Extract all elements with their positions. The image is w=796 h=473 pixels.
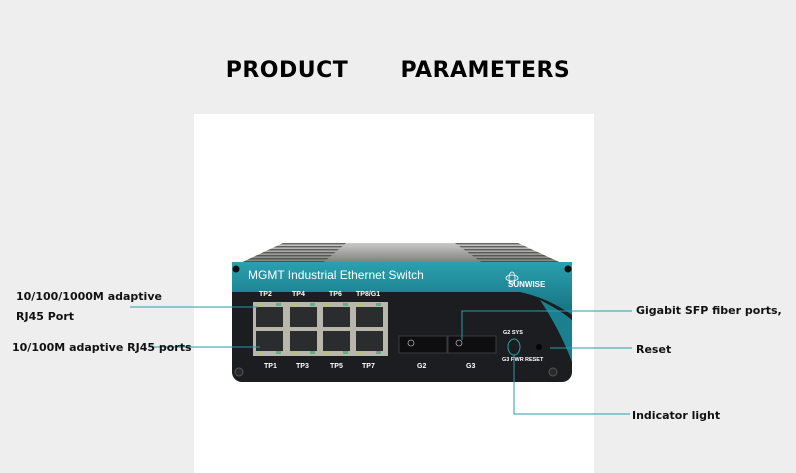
callout-sfp: Gigabit SFP fiber ports, [636, 304, 782, 317]
product-photo-frame [194, 114, 594, 473]
callout-gigabit-rj45-line2: RJ45 Port [16, 310, 75, 323]
callout-gigabit-rj45-line1: 10/100/1000M adaptive [16, 290, 162, 303]
callout-indicator: Indicator light [632, 409, 721, 422]
page-title: PRODUCT PARAMETERS [0, 58, 796, 83]
callout-reset: Reset [636, 343, 672, 356]
title-word-parameters: PARAMETERS [400, 58, 571, 83]
title-word-product: PRODUCT [225, 58, 349, 83]
callout-fast-rj45: 10/100M adaptive RJ45 ports [12, 341, 192, 354]
